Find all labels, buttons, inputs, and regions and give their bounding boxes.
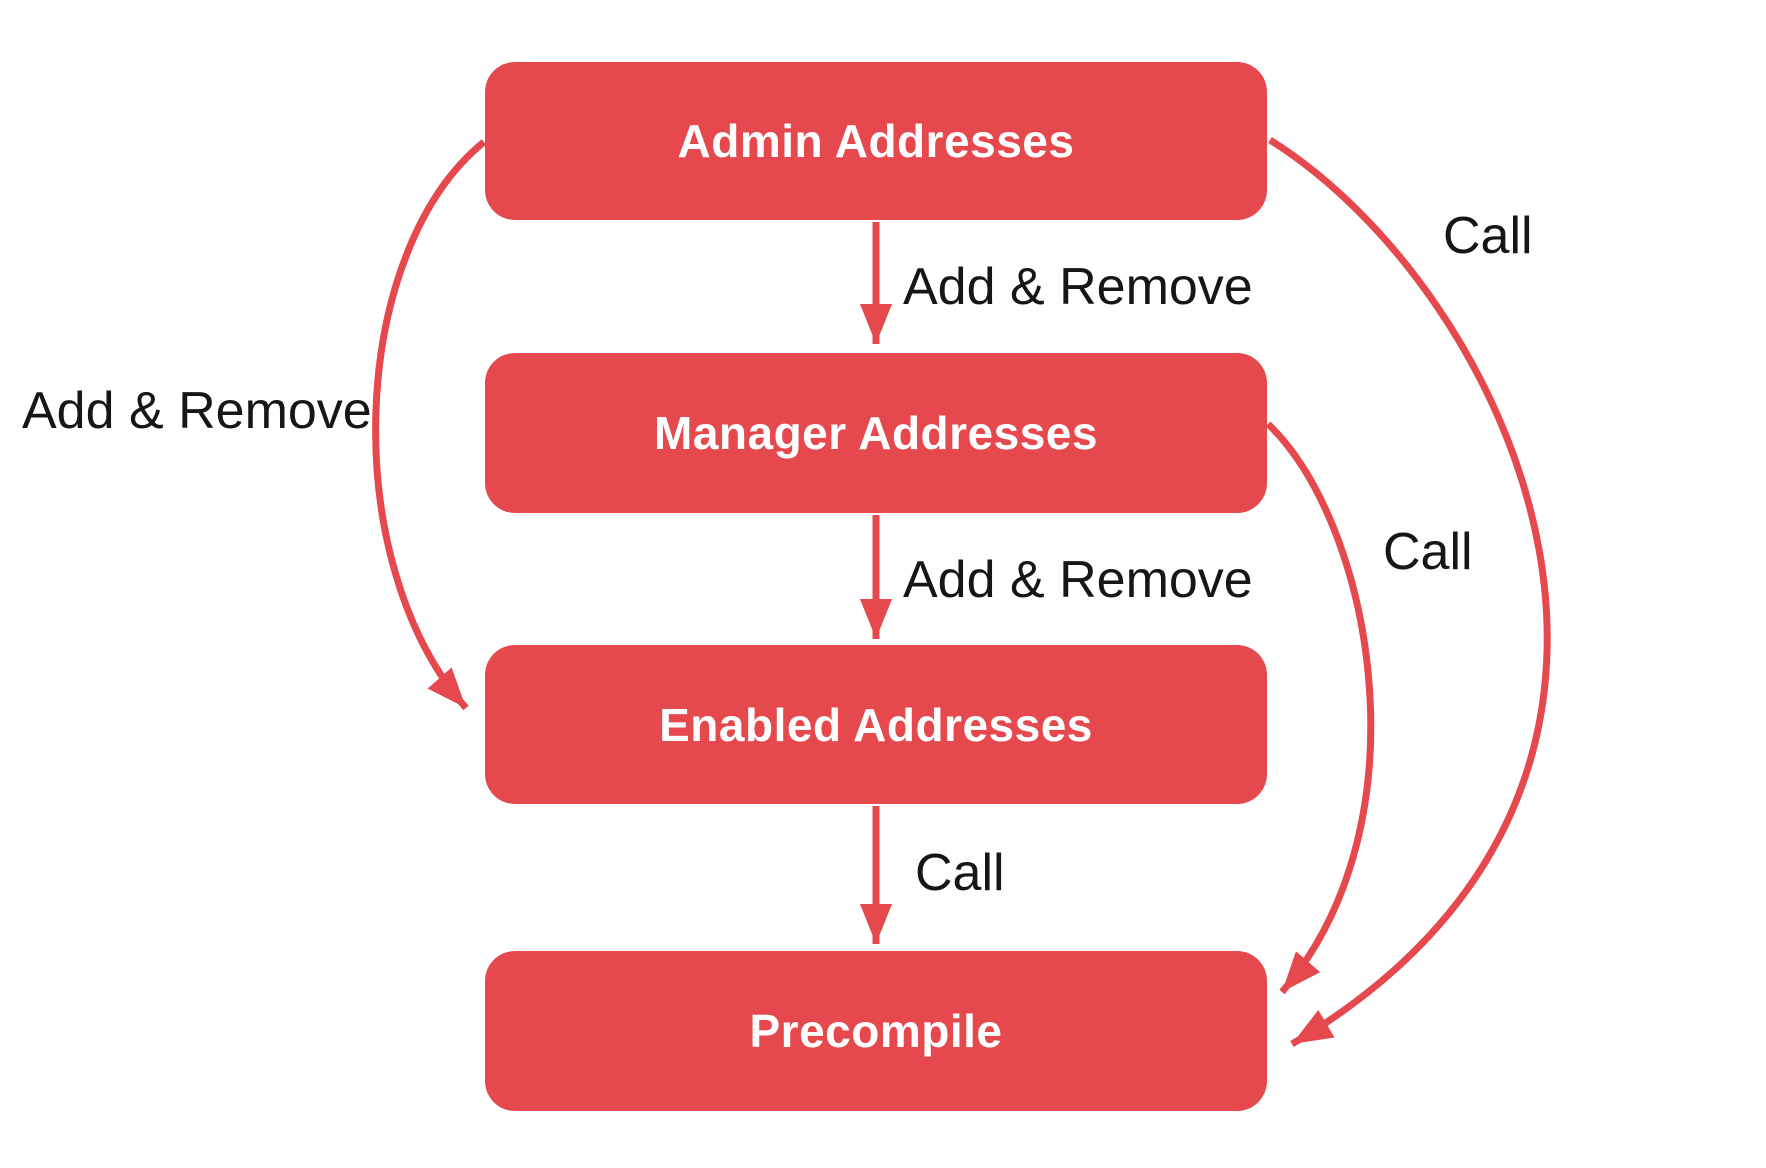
edge-manager-to-precompile-arrow xyxy=(1265,421,1375,995)
node-precompile: Precompile xyxy=(485,951,1267,1111)
edge-label-call-enabled-precompile: Call xyxy=(915,844,1005,902)
edge-label-add-remove-manager-enabled: Add & Remove xyxy=(903,551,1253,609)
edge-label-add-remove-admin-enabled: Add & Remove xyxy=(22,382,372,440)
edge-admin-to-precompile-arrow xyxy=(1268,137,1551,1048)
node-admin-addresses: Admin Addresses xyxy=(485,62,1267,220)
node-enabled-addresses: Enabled Addresses xyxy=(485,645,1267,804)
node-manager-addresses: Manager Addresses xyxy=(485,353,1267,513)
edge-label-call-admin-precompile: Call xyxy=(1443,207,1533,265)
edge-label-call-manager-precompile: Call xyxy=(1383,523,1473,581)
edge-admin-to-enabled-arrow xyxy=(372,139,487,711)
edge-label-add-remove-admin-manager: Add & Remove xyxy=(903,258,1253,316)
